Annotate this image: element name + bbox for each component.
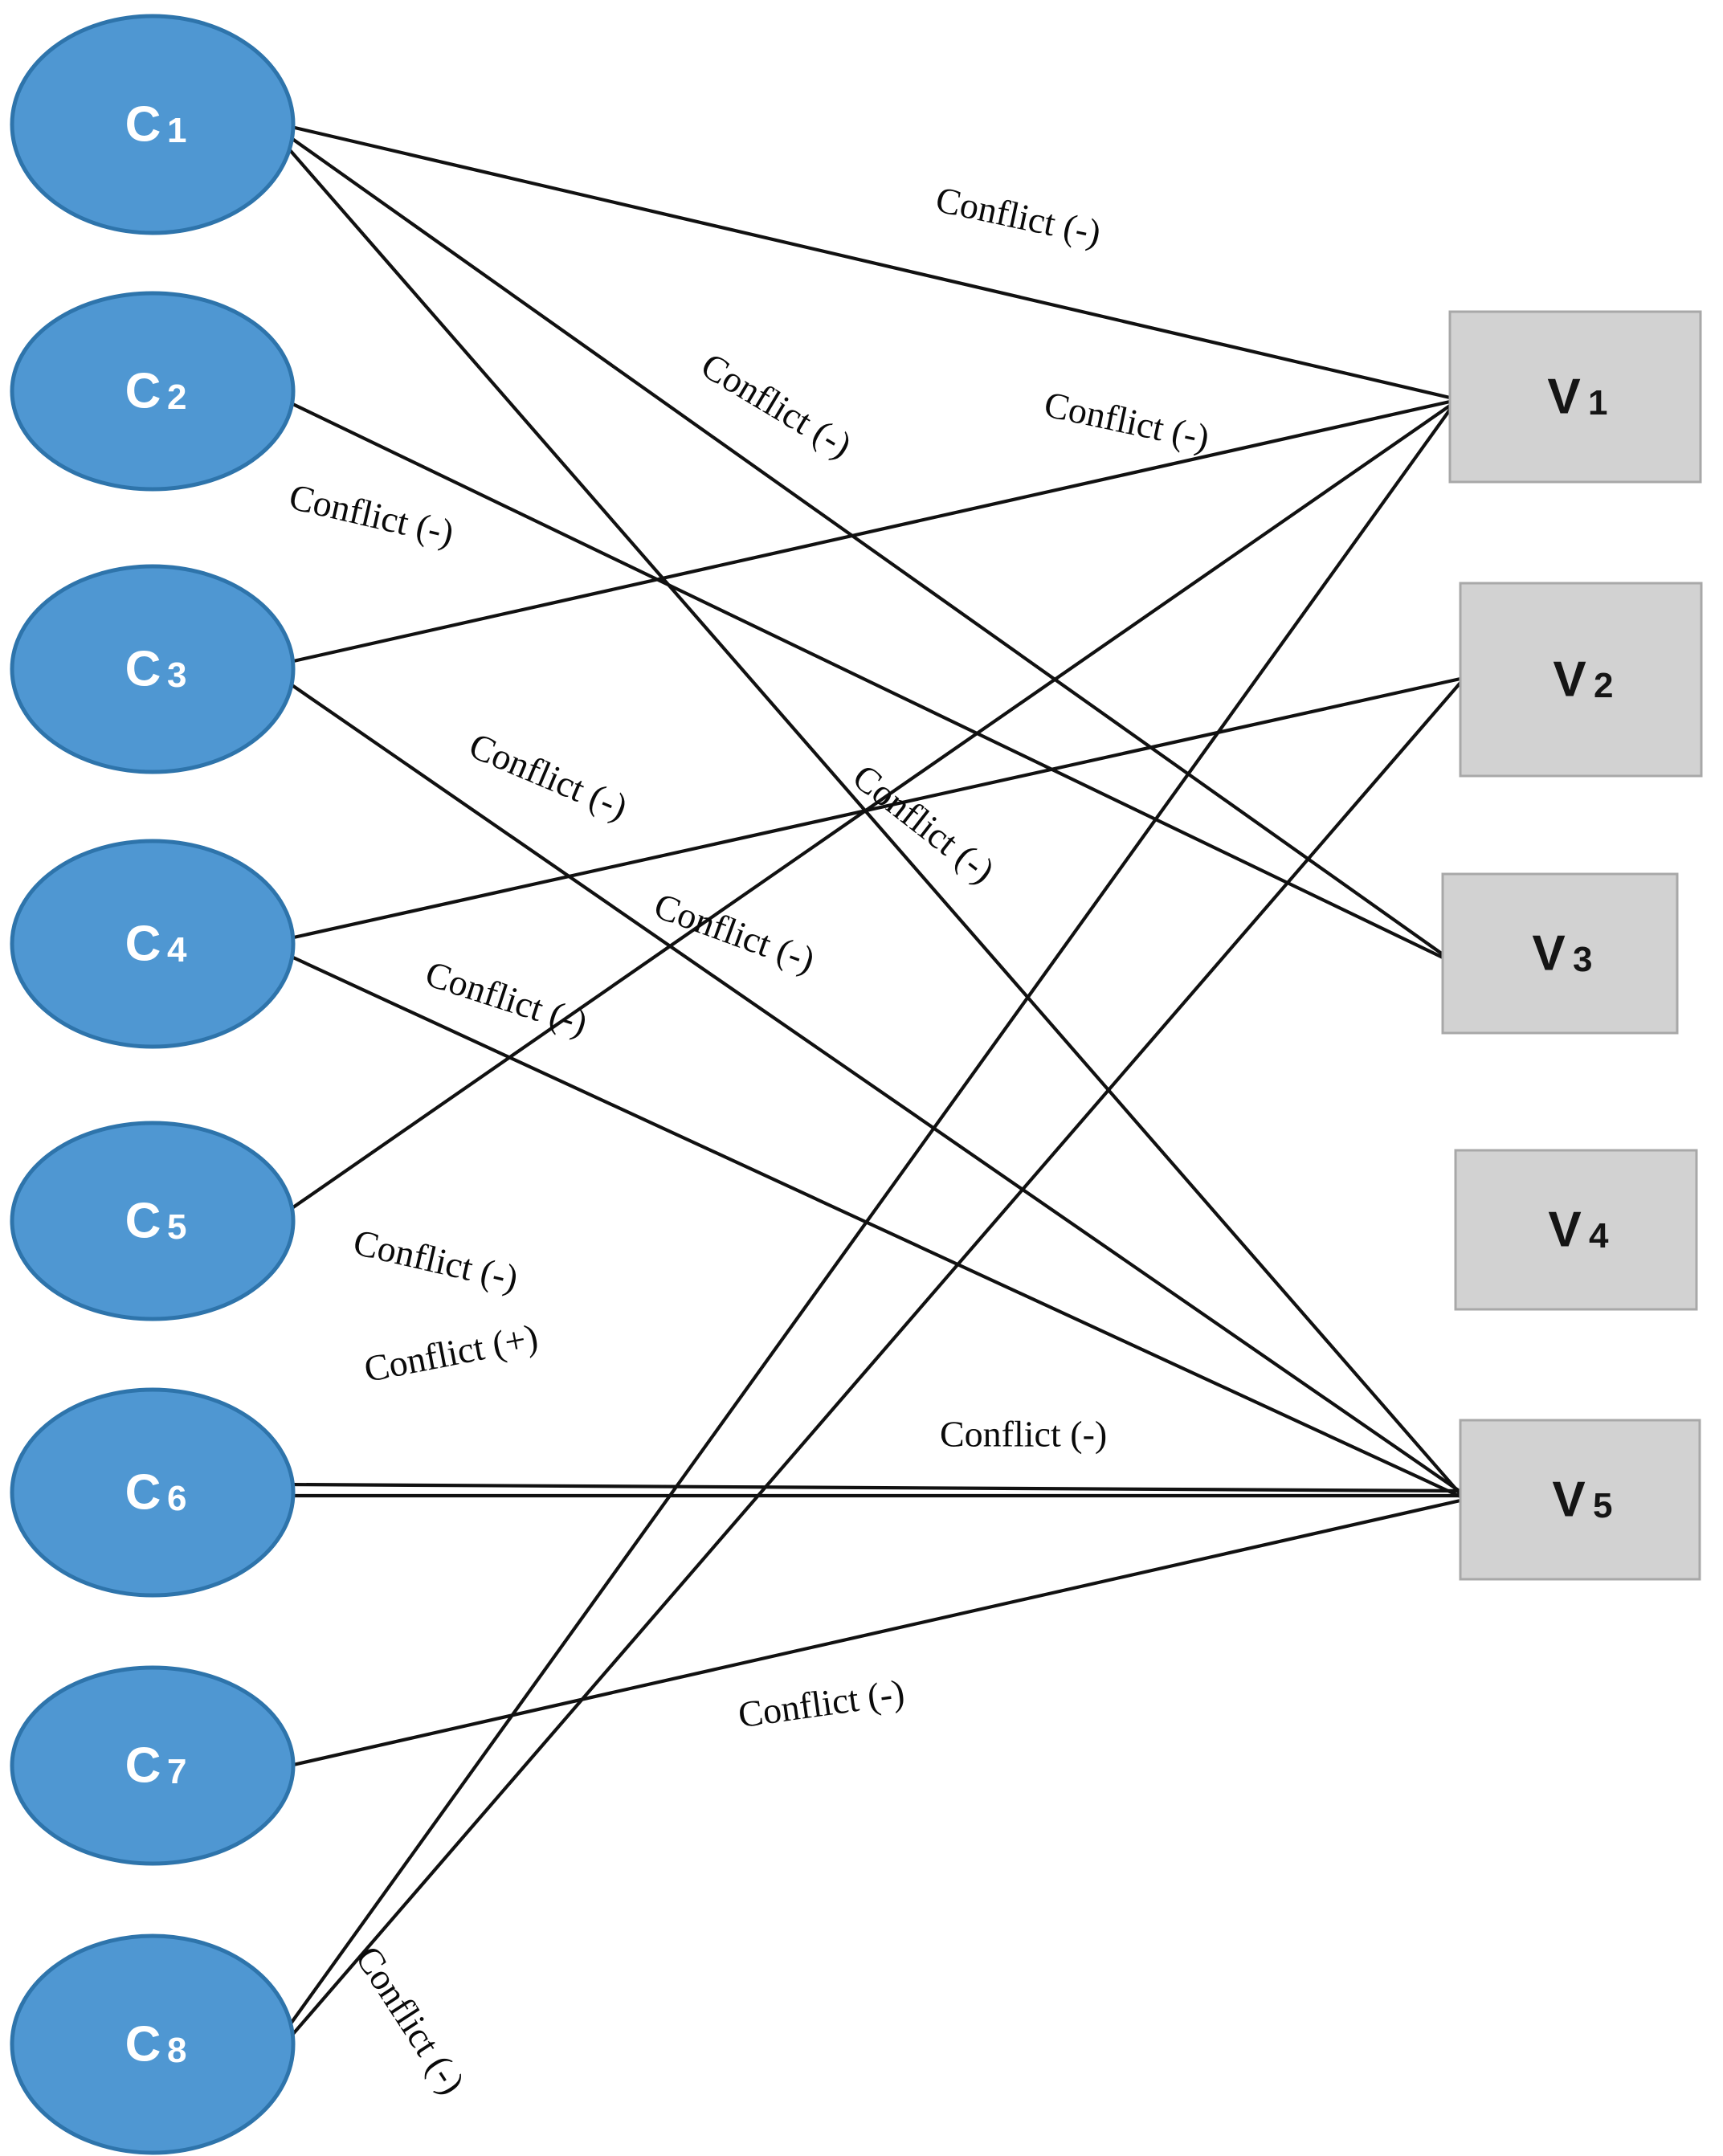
variant-label-subscript: 4 bbox=[1589, 1216, 1609, 1256]
edge-c1-v1[interactable] bbox=[279, 122, 1452, 400]
variant-rect bbox=[1454, 1149, 1698, 1311]
criteria-label-subscript: 5 bbox=[167, 1207, 186, 1247]
criteria-ellipse bbox=[10, 291, 296, 492]
edges-layer bbox=[277, 122, 1463, 2043]
variant-label-subscript: 5 bbox=[1593, 1486, 1612, 1525]
criteria-ellipse bbox=[10, 564, 296, 774]
edge-c6-v5[interactable] bbox=[280, 1482, 1463, 1493]
criteria-label-subscript: 7 bbox=[167, 1752, 186, 1791]
edge-c2-v3[interactable] bbox=[280, 397, 1445, 960]
variant-label: V bbox=[1553, 652, 1586, 708]
edge-c1-v3[interactable] bbox=[279, 129, 1445, 957]
criteria-label: C bbox=[125, 642, 161, 697]
edge-label-l2: Conflict (-) bbox=[694, 345, 859, 466]
criteria-ellipse bbox=[10, 14, 296, 235]
variant-label: V bbox=[1532, 926, 1565, 982]
variant-label: V bbox=[1547, 370, 1580, 425]
criteria-label: C bbox=[125, 917, 161, 972]
criteria-label-subscript: 1 bbox=[167, 111, 186, 150]
variant-rect bbox=[1459, 582, 1703, 778]
variant-rect bbox=[1459, 1419, 1701, 1581]
edge-c3-v1[interactable] bbox=[280, 399, 1452, 666]
criteria-label: C bbox=[125, 1194, 161, 1249]
criteria-ellipse bbox=[10, 1933, 296, 2155]
edge-label-l3: Conflict (-) bbox=[1041, 383, 1213, 458]
edge-label-l1: Conflict (-) bbox=[933, 178, 1104, 253]
edge-c8-v2[interactable] bbox=[285, 680, 1463, 2043]
edge-label-l6: Conflict (-) bbox=[845, 756, 1002, 891]
edge-label-l7: Conflict (-) bbox=[649, 884, 820, 980]
edge-label-l5: Conflict (-) bbox=[463, 725, 634, 827]
edge-c1-v5[interactable] bbox=[277, 136, 1463, 1497]
criteria-label: C bbox=[125, 97, 161, 153]
variant-label: V bbox=[1548, 1203, 1581, 1258]
edge-label-l12: Conflict (-) bbox=[736, 1672, 907, 1735]
variant-rect bbox=[1441, 872, 1679, 1035]
variant-label-subscript: 3 bbox=[1573, 940, 1592, 979]
edge-c4-v5[interactable] bbox=[280, 950, 1463, 1499]
edge-c4-v2[interactable] bbox=[280, 676, 1463, 942]
criteria-label-subscript: 3 bbox=[167, 655, 186, 695]
variant-label-subscript: 2 bbox=[1594, 666, 1613, 705]
edge-label-l13: Conflict (-) bbox=[348, 1938, 473, 2101]
edge-c5-v1[interactable] bbox=[280, 403, 1452, 1217]
edge-c3-v5[interactable] bbox=[280, 676, 1463, 1494]
criteria-label-subscript: 8 bbox=[167, 2031, 186, 2070]
edge-label-l10: Conflict (+) bbox=[361, 1316, 541, 1390]
criteria-ellipse bbox=[10, 1387, 296, 1598]
criteria-label: C bbox=[125, 364, 161, 419]
variant-rect bbox=[1448, 310, 1702, 484]
criteria-label-subscript: 4 bbox=[167, 930, 187, 970]
edge-label-l11: Conflict (-) bbox=[940, 1414, 1107, 1455]
edge-c8-v1[interactable] bbox=[280, 407, 1452, 2037]
criteria-label: C bbox=[125, 1465, 161, 1521]
criteria-label-subscript: 6 bbox=[167, 1479, 186, 1518]
criteria-ellipse bbox=[10, 1665, 296, 1866]
variant-label: V bbox=[1552, 1472, 1585, 1528]
criteria-ellipse bbox=[10, 1121, 296, 1321]
criteria-label-subscript: 2 bbox=[167, 378, 186, 417]
edge-c7-v5[interactable] bbox=[280, 1498, 1463, 1770]
criteria-label: C bbox=[125, 1738, 161, 1794]
edge-label-l9: Conflict (-) bbox=[349, 1221, 521, 1299]
criteria-ellipse bbox=[10, 839, 296, 1049]
edge-label-l4: Conflict (-) bbox=[285, 476, 457, 553]
criteria-label: C bbox=[125, 2017, 161, 2072]
variant-label-subscript: 1 bbox=[1588, 383, 1607, 423]
